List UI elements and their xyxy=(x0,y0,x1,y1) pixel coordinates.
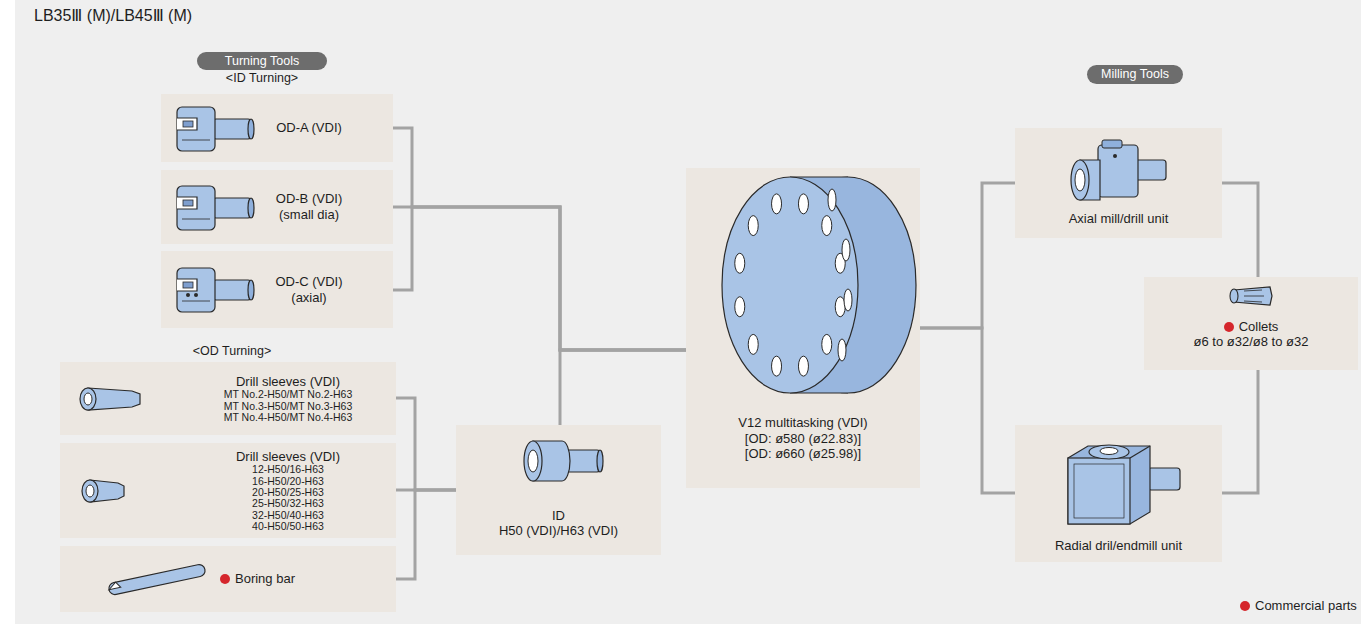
legend: Commercial parts xyxy=(1240,598,1357,613)
id-holder-icon xyxy=(524,441,542,481)
tool-box: IDH50 (VDI)/H63 (VDI) xyxy=(456,425,661,555)
legend-row: Commercial parts xyxy=(1240,598,1357,613)
node-detail: MT No.3-H50/MT No.3-H63 xyxy=(224,401,353,412)
node-heading: Axial mill/drill unit xyxy=(1069,211,1169,227)
legend-swatch xyxy=(1240,601,1250,611)
legend-text: Commercial parts xyxy=(1255,598,1357,613)
section-label: <OD Turning> xyxy=(193,344,272,358)
node-heading: ID xyxy=(552,508,565,524)
connector-line xyxy=(396,490,456,579)
drill-sleeve-icon xyxy=(84,393,92,405)
tool-box: Drill sleeves (VDI)12-H50/16-H6316-H50/2… xyxy=(60,443,396,538)
tool-box: Axial mill/drill unit xyxy=(1015,128,1222,238)
turret-hole xyxy=(798,356,808,376)
node-detail: 25-H50/32-H63 xyxy=(252,498,324,509)
node-detail: 12-H50/16-H63 xyxy=(252,464,324,475)
tool-box: Radial dril/endmill unit xyxy=(1015,425,1222,562)
section-label: <ID Turning> xyxy=(226,71,298,85)
section-pill: Turning Tools xyxy=(197,52,327,70)
node-heading: V12 multitasking (VDI) xyxy=(738,415,867,431)
turret-hole xyxy=(822,334,832,354)
tool-box: OD-B (VDI)(small dia) xyxy=(161,170,393,244)
id-holder-icon xyxy=(597,450,603,472)
drill-sleeve-icon xyxy=(90,480,124,502)
node-heading: OD-C (VDI) xyxy=(275,274,342,290)
id-holder-icon xyxy=(528,450,538,472)
connector-line xyxy=(1222,183,1258,277)
od-a-icon xyxy=(177,107,254,151)
section-pill: Milling Tools xyxy=(1087,65,1183,84)
drill-sleeve-icon xyxy=(88,388,140,410)
connector-line xyxy=(920,183,1015,328)
node-detail: H50 (VDI)/H63 (VDI) xyxy=(499,523,618,539)
tool-box: OD-C (VDI)(axial) xyxy=(161,251,393,328)
connector-line xyxy=(1222,370,1258,493)
turret-hole xyxy=(838,339,846,361)
node-detail: 20-H50/25-H63 xyxy=(252,487,324,498)
connector-line xyxy=(560,350,686,425)
turret-disc xyxy=(722,177,916,393)
connector-line xyxy=(393,207,686,350)
node-detail: MT No.4-H50/MT No.4-H63 xyxy=(224,412,353,423)
node-heading: OD-B (VDI) xyxy=(276,191,342,207)
node-detail: (small dia) xyxy=(279,207,339,223)
connector-line xyxy=(393,128,686,350)
tool-box: Drill sleeves (VDI)MT No.2-H50/MT No.2-H… xyxy=(60,362,396,435)
node-heading: OD-A (VDI) xyxy=(276,120,342,136)
node-heading: Collets xyxy=(1224,319,1279,335)
diagram-title: LB35Ⅲ (M)/LB45Ⅲ (M) xyxy=(34,6,192,25)
node-detail: 32-H50/40-H63 xyxy=(252,510,324,521)
drill-sleeve-icon xyxy=(82,480,98,502)
turret-hole xyxy=(748,334,758,354)
node-heading: Drill sleeves (VDI) xyxy=(236,449,340,465)
turret-hole xyxy=(844,289,852,311)
turret-hole xyxy=(828,189,836,211)
tool-box: V12 multitasking (VDI)[OD: ø580 (ø22.83)… xyxy=(686,168,920,488)
id-holder-icon xyxy=(533,441,570,481)
id-holder-icon xyxy=(560,450,600,472)
turret-hole xyxy=(748,216,758,236)
radial-unit-icon xyxy=(1068,445,1180,524)
turret-hole xyxy=(772,194,782,214)
node-detail: [OD: ø580 (ø22.83)] xyxy=(745,431,861,447)
tool-box: Colletsø6 to ø32/ø8 to ø32 xyxy=(1144,277,1358,370)
tool-box: OD-A (VDI) xyxy=(161,94,393,162)
od-c-icon xyxy=(177,268,254,312)
tool-box: Boring bar xyxy=(60,546,396,612)
od-b-icon xyxy=(177,186,254,230)
node-heading: Turning Tools xyxy=(225,55,299,68)
turret-hole xyxy=(835,297,845,317)
connector-line xyxy=(920,328,1015,493)
node-detail: MT No.2-H50/MT No.2-H63 xyxy=(224,389,353,400)
drill-sleeve-icon xyxy=(86,485,94,497)
connector-line xyxy=(396,398,456,490)
turret-hole xyxy=(822,216,832,236)
axial-unit-icon xyxy=(1071,140,1166,200)
node-heading: Milling Tools xyxy=(1101,68,1169,81)
connector-line xyxy=(393,207,686,350)
od-c-detail xyxy=(186,293,190,297)
turret-hole xyxy=(735,253,745,273)
node-detail: (axial) xyxy=(291,290,326,306)
node-detail: 16-H50/20-H63 xyxy=(252,476,324,487)
od-c-detail xyxy=(194,293,198,297)
node-detail: ø6 to ø32/ø8 to ø32 xyxy=(1194,334,1309,350)
node-heading: Radial dril/endmill unit xyxy=(1055,538,1182,554)
node-heading: Drill sleeves (VDI) xyxy=(236,374,340,390)
turret-hole xyxy=(735,297,745,317)
drill-sleeve-icon xyxy=(80,388,96,410)
node-heading: Boring bar xyxy=(220,571,295,587)
turret-hole xyxy=(842,239,850,261)
turret-hole xyxy=(835,253,845,273)
turret-hole xyxy=(798,194,808,214)
boring-bar-icon xyxy=(108,564,206,596)
node-detail: 40-H50/50-H63 xyxy=(252,521,324,532)
collet-icon xyxy=(1230,287,1272,305)
turret-hole xyxy=(772,356,782,376)
node-detail: [OD: ø660 (ø25.98)] xyxy=(745,446,861,462)
